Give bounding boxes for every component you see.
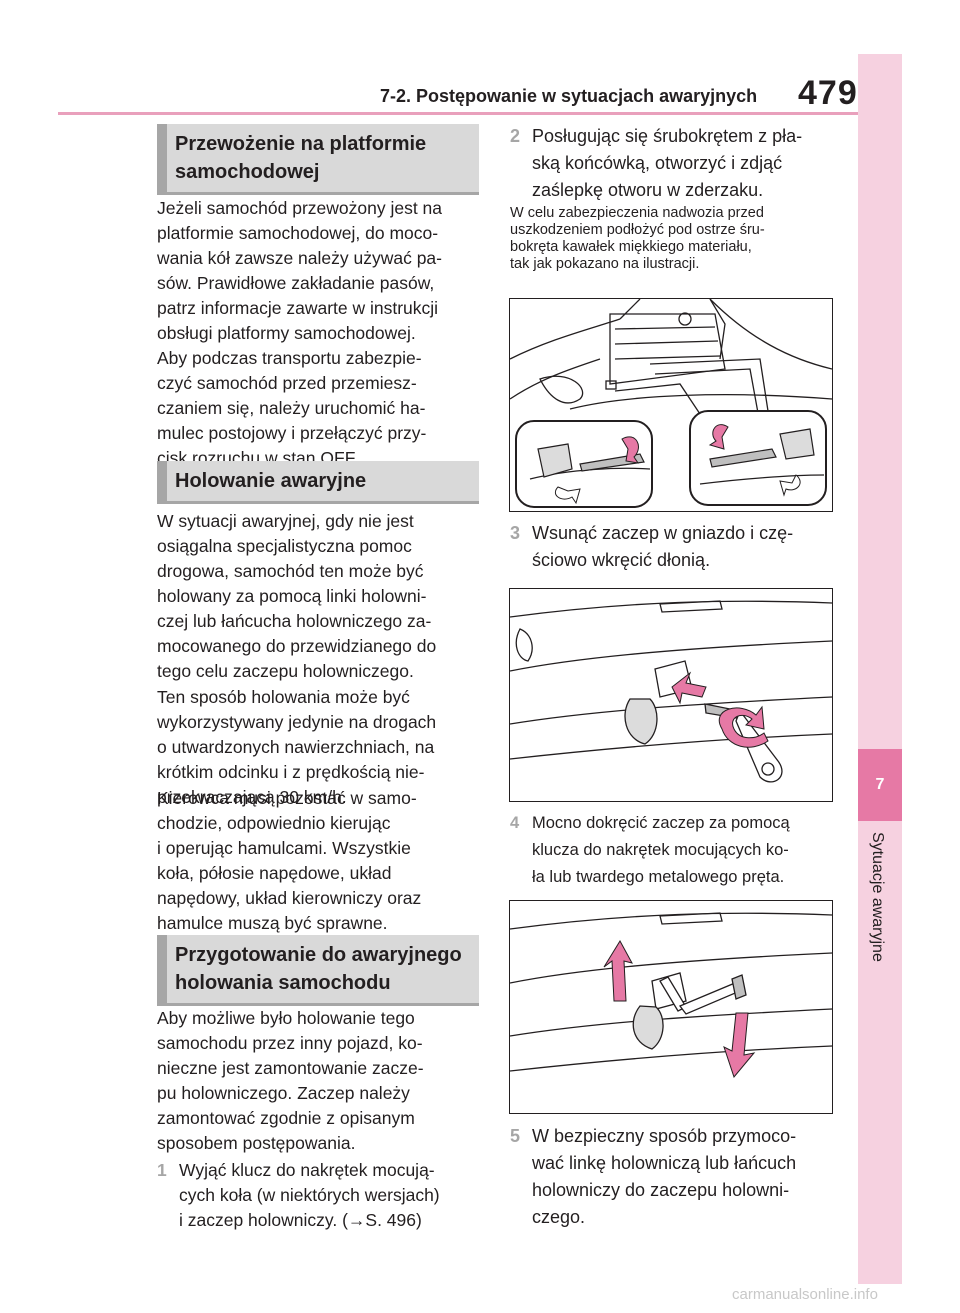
step-number: 3	[510, 523, 521, 543]
text-line: krótkim odcinku i z prędkością nie-	[157, 762, 425, 782]
text-line: o utwardzonych nawierzchniach, na	[157, 737, 435, 757]
text-line: mulec postojowy i przełączyć przy-	[157, 423, 427, 443]
section-title-line: Przewożenie na platformie	[175, 133, 427, 155]
step-1: 1 Wyjąć klucz do nakrętek mocują- cych k…	[157, 1158, 482, 1233]
text-line: Ten sposób holowania może być	[157, 687, 410, 707]
text-line: osiągalna specjalistyczna pomoc	[157, 536, 412, 556]
step-2: 2 Posługując się śrubokrętem z pła- ską …	[510, 123, 840, 204]
text-line: W celu zabezpieczenia nadwozia przed	[510, 205, 764, 221]
section-title-line: Holowanie awaryjne	[175, 470, 367, 492]
text-line: koła, półosie napędowe, układ	[157, 863, 392, 883]
text-line: ściowo wkręcić dłonią.	[532, 550, 711, 570]
text-line: i operując hamulcami. Wszystkie	[157, 838, 411, 858]
section-title-prep: Przygotowanie do awaryjnego holowania sa…	[157, 935, 479, 1006]
text-line: patrz informacje zawarte w instrukcji	[157, 298, 439, 318]
text-line: tego celu zaczepu holowniczego.	[157, 661, 414, 681]
text-line: sów. Prawidłowe zakładanie pasów,	[157, 273, 435, 293]
paragraph-platform-2: Aby podczas transportu zabezpie- czyć sa…	[157, 346, 426, 471]
text-line: holowany za pomocą linki holowni-	[157, 586, 427, 606]
text-line: sposobem postępowania.	[157, 1133, 356, 1153]
text-line: Jeżeli samochód przewożony jest na	[157, 198, 443, 218]
tighten-hook-illustration	[510, 912, 832, 1079]
text-line: Wsunąć zaczep w gniazdo i czę-	[532, 523, 794, 543]
text-line: cych koła (w niektórych wersjach)	[179, 1185, 440, 1205]
figure-remove-cover	[509, 298, 833, 512]
text-line: Mocno dokręcić zaczep za pomocą	[532, 814, 790, 832]
text-line: ła lub twardego metalowego pręta.	[532, 868, 785, 886]
paragraph-prep-1: Aby możliwe było holowanie tego samochod…	[157, 1006, 424, 1156]
chapter-tab-label: Sytuacje awaryjne	[869, 832, 886, 962]
text-line: klucza do nakrętek mocujących ko-	[532, 841, 789, 859]
text-line: obsługi platformy samochodowej.	[157, 323, 416, 343]
text-line: platformie samochodowej, do moco-	[157, 223, 439, 243]
text-line: bokręta kawałek miękkiego materiału,	[510, 239, 752, 255]
step-4: 4 Mocno dokręcić zaczep za pomocą klucza…	[510, 810, 840, 891]
text-line: czyć samochód przed przemiesz-	[157, 373, 417, 393]
header-rule	[58, 112, 858, 115]
text-line: tak jak pokazano na ilustracji.	[510, 256, 700, 272]
step-3: 3 Wsunąć zaczep w gniazdo i czę- ściowo …	[510, 520, 840, 574]
section-title-towing: Holowanie awaryjne	[157, 461, 479, 504]
text-line: czego.	[532, 1207, 586, 1227]
section-title-line: holowania samochodu	[175, 972, 391, 994]
text-line: uszkodzeniem podłożyć pod ostrze śru-	[510, 222, 765, 238]
text-line: hamulce muszą być sprawne.	[157, 913, 388, 933]
chapter-title: 7-2. Postępowanie w sytuacjach awaryjnyc…	[380, 86, 758, 106]
text-line: Aby możliwe było holowanie tego	[157, 1008, 415, 1028]
note-text: W celu zabezpieczenia nadwozia przed usz…	[510, 205, 835, 273]
section-title-line: Przygotowanie do awaryjnego	[175, 944, 462, 966]
text-line: napędowy, układ kierowniczy oraz	[157, 888, 422, 908]
text-line: wania kół zawsze należy używać pa-	[157, 248, 442, 268]
bumper-cover-illustration	[510, 299, 832, 508]
watermark: carmanualsonline.info	[732, 1286, 878, 1303]
text-line: wykorzystywany jedynie na drogach	[157, 712, 437, 732]
text-line: samochodu przez inny pojazd, ko-	[157, 1033, 423, 1053]
figure-tighten-hook	[509, 900, 833, 1114]
paragraph-towing-1: W sytuacji awaryjnej, gdy nie jest osiąg…	[157, 509, 436, 684]
paragraph-towing-3: Kierowca musi pozostać w samo- chodzie, …	[157, 786, 421, 936]
text-line: wać linkę holowniczą lub łańcuch	[532, 1153, 797, 1173]
text-line: przekraczającą 30 km/h.	[157, 787, 347, 807]
text-line: zaślepkę otworu w zderzaku.	[532, 180, 764, 200]
section-title-line: samochodowej	[175, 161, 320, 183]
text-line: holowniczy do zaczepu holowni-	[532, 1180, 790, 1200]
paragraph-platform-1: Jeżeli samochód przewożony jest na platf…	[157, 196, 442, 346]
step-number: 5	[510, 1126, 521, 1146]
step-number: 2	[510, 126, 521, 146]
step-5: 5 W bezpieczny sposób przymoco- wać link…	[510, 1123, 840, 1231]
text-line: drogowa, samochód ten może być	[157, 561, 424, 581]
text-line: Aby podczas transportu zabezpie-	[157, 348, 422, 368]
text-line: W sytuacji awaryjnej, gdy nie jest	[157, 511, 414, 531]
text-line: czaniem się, należy uruchomić ha-	[157, 398, 426, 418]
text-line: nieczne jest zamontowanie zacze-	[157, 1058, 424, 1078]
section-title-platform: Przewożenie na platformie samochodowej	[157, 124, 479, 195]
insert-hook-illustration	[510, 600, 832, 783]
side-strip	[858, 54, 902, 1284]
text-line: Kierowca musi pozostać w samo-	[157, 788, 417, 808]
chapter-tab[interactable]: 7	[858, 749, 902, 821]
text-line: i zaczep holowniczy. (→S. 496)	[179, 1210, 422, 1230]
text-line: Wyjąć klucz do nakrętek mocują-	[179, 1160, 435, 1180]
paragraph-towing-2: Ten sposób holowania może być wykorzysty…	[157, 685, 436, 810]
step-number: 4	[510, 814, 520, 832]
text-line: W bezpieczny sposób przymoco-	[532, 1126, 797, 1146]
text-line: Posługując się śrubokrętem z pła-	[532, 126, 803, 146]
step-number: 1	[157, 1160, 167, 1180]
text-line: pu holowniczego. Zaczep należy	[157, 1083, 410, 1103]
text-line: czej lub łańcucha holowniczego za-	[157, 611, 432, 631]
text-line: mocowanego do przewidzianego do	[157, 636, 437, 656]
text-line: zamontować zgodnie z opisanym	[157, 1108, 415, 1128]
text-line: chodzie, odpowiednio kierując	[157, 813, 391, 833]
page-number: 479	[798, 74, 858, 112]
figure-insert-hook	[509, 588, 833, 802]
text-line: ską końcówką, otworzyć i zdjąć	[532, 153, 783, 173]
